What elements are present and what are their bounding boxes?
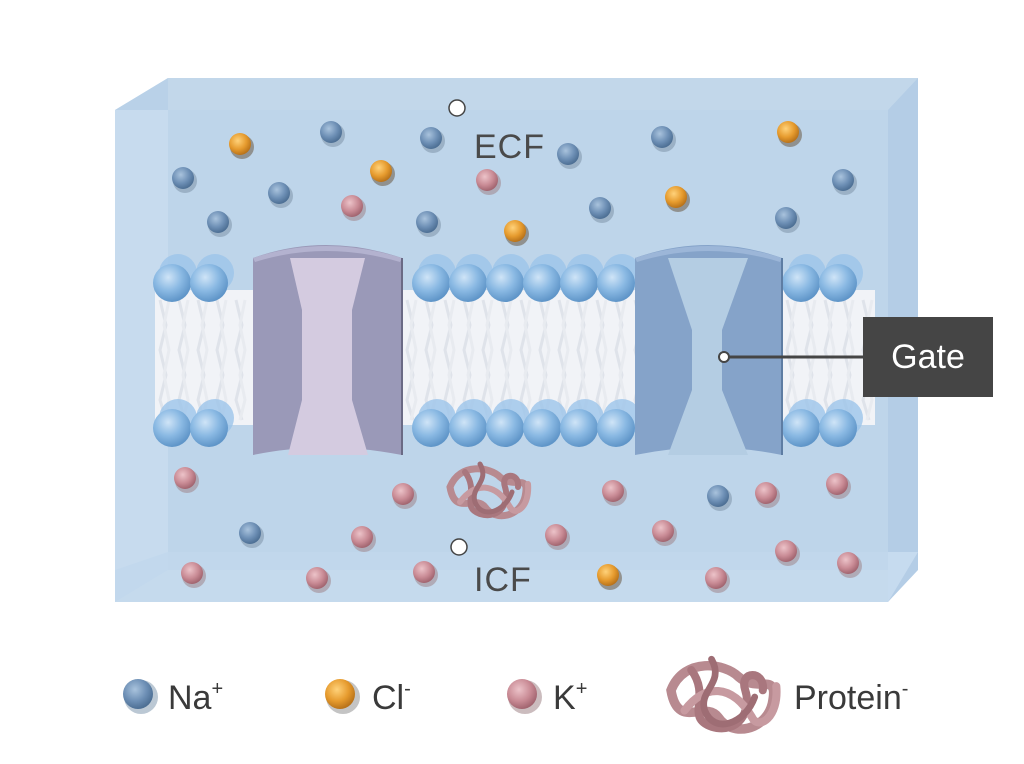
legend-k-label: K+ [553,678,588,717]
na-ion [239,522,264,548]
legend [123,659,777,729]
ion-channel-right [635,245,783,455]
k-ion [392,483,417,509]
na-ion [651,126,676,152]
k-ion [837,552,862,578]
na-ion [557,143,582,169]
gate-callout: Gate [863,317,993,397]
na-ion [320,121,345,147]
legend-cl-icon [325,679,360,714]
k-ion [181,562,206,588]
lipid-heads-bottom [153,399,863,447]
cl-ion [665,186,690,212]
k-ion [413,561,438,587]
legend-protein-icon [671,659,777,729]
k-ion [826,473,851,499]
cl-ion [229,133,254,159]
k-ion [652,520,677,546]
ion-channel-left [253,245,403,455]
k-ion [705,567,730,593]
k-ion [174,467,199,493]
legend-k-icon [507,679,542,714]
icf-marker-dot [450,538,468,556]
cl-ion [370,160,395,186]
k-ion [755,482,780,508]
cl-ion [597,564,622,590]
ecf-label: ECF [474,128,545,166]
na-ion [832,169,857,195]
icf-label: ICF [474,561,532,599]
na-ion [420,127,445,153]
na-ion [707,485,732,511]
na-ion [775,207,800,233]
k-ion [351,526,376,552]
legend-protein-label: Protein- [794,678,909,717]
k-ion [306,567,331,593]
na-ion [172,167,197,193]
na-ion [268,182,293,208]
legend-cl-label: Cl- [372,678,411,717]
lipid-heads-top [153,254,863,302]
na-ion [416,211,441,237]
gate-pointer [718,351,863,363]
k-ion [545,524,570,550]
legend-na-icon [123,679,158,714]
k-ion [341,195,366,221]
na-ion [589,197,614,223]
k-ion [602,480,627,506]
gate-label: Gate [891,338,965,376]
k-ion [775,540,800,566]
k-ion [476,169,501,195]
na-ion [207,211,232,237]
cl-ion [777,121,802,147]
cl-ion [504,220,529,246]
legend-na-label: Na+ [168,678,224,717]
ions [172,121,862,593]
ecf-marker-dot [448,99,466,117]
